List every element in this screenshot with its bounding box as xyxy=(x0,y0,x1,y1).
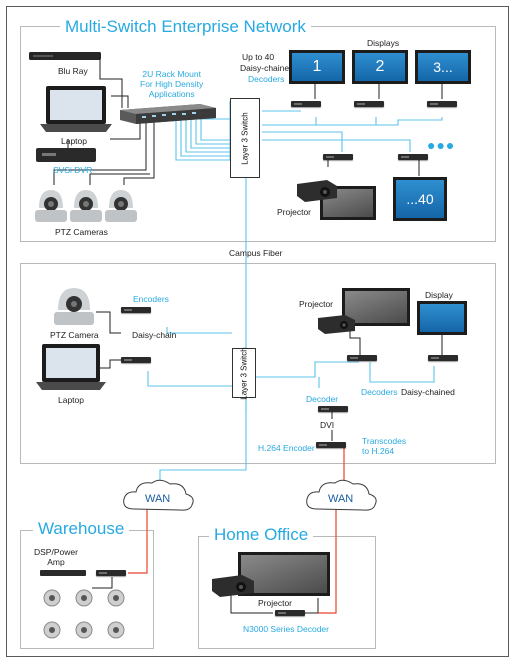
displays-label: Displays xyxy=(367,38,400,48)
laptop-campus xyxy=(36,344,106,390)
decoder-projector-top xyxy=(323,154,353,160)
warehouse-decoder xyxy=(96,570,126,576)
layer3-switch-campus: Layer 3 Switch xyxy=(232,347,256,399)
daisy-chain-label: Daisy-chain xyxy=(132,330,177,340)
ptz-camera-1 xyxy=(35,190,67,222)
decoder-display-40 xyxy=(398,154,428,160)
laptop-campus-label: Laptop xyxy=(58,395,84,405)
display-campus-label: Display xyxy=(425,290,453,300)
dvr-label: SVSi DVR xyxy=(53,165,93,175)
more-displays-dots: ●●● xyxy=(427,137,456,153)
decoder-campus-1 xyxy=(347,355,377,361)
enterprise-title: Multi-Switch Enterprise Network xyxy=(60,18,311,35)
display-40: ...40 xyxy=(393,177,447,221)
decoder-display-2 xyxy=(354,101,384,107)
projector-home xyxy=(212,575,254,597)
wan-left-text: WAN xyxy=(145,493,170,505)
amp-label: DSP/Power Amp xyxy=(34,547,78,567)
h264-encoder-label: H.264 Encoder xyxy=(258,443,315,453)
outer-frame xyxy=(6,6,509,657)
dvr-device xyxy=(36,148,96,162)
amp-unit xyxy=(40,570,86,576)
home-decoder xyxy=(275,610,305,616)
wan-cloud-right: WAN xyxy=(306,479,377,511)
projector-top-label: Projector xyxy=(277,207,312,217)
h264-encoder-device xyxy=(316,442,346,448)
display-2: 2 xyxy=(352,50,408,84)
decoders-line3: Decoders xyxy=(248,74,285,84)
decoders-line1: Up to 40 xyxy=(242,52,275,62)
decoders-campus-label: Decoders xyxy=(361,387,398,397)
decoder-display-1 xyxy=(291,101,321,107)
laptop-top xyxy=(40,86,112,132)
daisy-chained-campus-label: Daisy-chained xyxy=(401,387,455,397)
ceiling-speakers xyxy=(43,589,125,639)
decoder-campus-2 xyxy=(428,355,458,361)
projector-campus-label: Projector xyxy=(299,299,334,309)
bluray-player xyxy=(29,52,101,60)
campus-section xyxy=(20,263,496,464)
campus-fiber-label: Campus Fiber xyxy=(229,248,283,258)
warehouse-title: Warehouse xyxy=(33,520,130,537)
ptz-camera-3 xyxy=(105,190,137,222)
wan-cloud-left: WAN xyxy=(123,479,194,511)
wan-right-text: WAN xyxy=(328,493,353,505)
projector-campus xyxy=(318,315,355,334)
display-1: 1 xyxy=(289,50,345,84)
ptz-camera-2 xyxy=(70,190,102,222)
rack-mount-label: 2U Rack Mount For High Density Applicati… xyxy=(140,69,204,99)
display-campus xyxy=(417,301,467,335)
decoder-label: Decoder xyxy=(306,394,339,404)
projector-top xyxy=(297,180,337,202)
bluray-label: Blu Ray xyxy=(58,66,88,76)
decoder-display-3 xyxy=(427,101,457,107)
ptz-camera-campus xyxy=(54,288,94,325)
encoder-laptop xyxy=(121,357,151,363)
dvi-label: DVI xyxy=(320,420,335,430)
home-office-title: Home Office xyxy=(209,526,314,543)
ptz-cameras-label: PTZ Cameras xyxy=(55,227,108,237)
encoder-camera xyxy=(121,307,151,313)
transcodes-label: Transcodes to H.264 xyxy=(362,436,407,456)
encoders-label: Encoders xyxy=(133,294,169,304)
layer3-switch-top: Layer 3 Switch xyxy=(230,98,260,178)
laptop-top-label: Laptop xyxy=(61,136,87,146)
home-decoder-label: N3000 Series Decoder xyxy=(243,624,329,634)
display-3: 3... xyxy=(415,50,471,84)
rack-mount-unit xyxy=(120,104,216,124)
ptz-camera-campus-label: PTZ Camera xyxy=(50,330,99,340)
decoder-campus-dvi xyxy=(318,406,348,412)
decoders-line2: Daisy-chained xyxy=(240,63,294,73)
projector-home-label: Projector xyxy=(258,598,293,608)
